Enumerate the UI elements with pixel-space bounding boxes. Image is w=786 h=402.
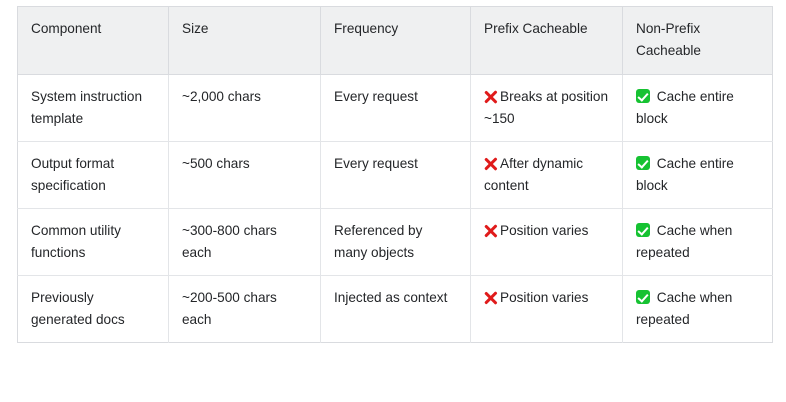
cell-prefix-cacheable-text: Position varies [500, 223, 589, 238]
cell-prefix-cacheable-text: Position varies [500, 290, 589, 305]
table-row: Common utility functions ~300-800 chars … [17, 208, 773, 276]
cell-non-prefix-cacheable-text: Cache entire block [636, 156, 734, 193]
cell-non-prefix-cacheable-text: Cache entire block [636, 89, 734, 126]
cell-non-prefix-cacheable-text: Cache when repeated [636, 290, 733, 327]
table-body: System instruction template ~2,000 chars… [17, 74, 773, 343]
table-header-row: Component Size Frequency Prefix Cacheabl… [17, 6, 773, 75]
table-row: Previously generated docs ~200-500 chars… [17, 275, 773, 343]
check-mark-button-icon [636, 156, 650, 170]
cell-non-prefix-cacheable: Cache entire block [622, 141, 773, 209]
cell-prefix-cacheable: Position varies [470, 275, 623, 343]
cell-frequency: Every request [320, 74, 471, 142]
cell-component: Output format specification [17, 141, 169, 209]
cross-mark-icon [484, 291, 497, 304]
cell-prefix-cacheable: Breaks at position ~150 [470, 74, 623, 142]
cell-non-prefix-cacheable: Cache when repeated [622, 275, 773, 343]
column-header-component: Component [17, 6, 169, 75]
cell-size: ~500 chars [168, 141, 321, 209]
cell-component: System instruction template [17, 74, 169, 142]
cell-component: Previously generated docs [17, 275, 169, 343]
cell-size: ~2,000 chars [168, 74, 321, 142]
cross-mark-icon [484, 224, 497, 237]
cell-component: Common utility functions [17, 208, 169, 276]
cell-frequency: Injected as context [320, 275, 471, 343]
check-mark-button-icon [636, 223, 650, 237]
cross-mark-icon [484, 157, 497, 170]
cell-frequency: Referenced by many objects [320, 208, 471, 276]
cross-mark-icon [484, 90, 497, 103]
table-header: Component Size Frequency Prefix Cacheabl… [17, 6, 773, 75]
column-header-size: Size [168, 6, 321, 75]
cell-size: ~200-500 chars each [168, 275, 321, 343]
cell-prefix-cacheable-text: Breaks at position ~150 [484, 89, 609, 126]
cell-non-prefix-cacheable-text: Cache when repeated [636, 223, 733, 260]
cell-size: ~300-800 chars each [168, 208, 321, 276]
cell-non-prefix-cacheable: Cache when repeated [622, 208, 773, 276]
cell-prefix-cacheable: After dynamic content [470, 141, 623, 209]
check-mark-button-icon [636, 89, 650, 103]
cell-frequency: Every request [320, 141, 471, 209]
cell-prefix-cacheable-text: After dynamic content [484, 156, 584, 193]
check-mark-button-icon [636, 290, 650, 304]
cell-non-prefix-cacheable: Cache entire block [622, 74, 773, 142]
table-row: System instruction template ~2,000 chars… [17, 74, 773, 142]
cell-prefix-cacheable: Position varies [470, 208, 623, 276]
table-row: Output format specification ~500 chars E… [17, 141, 773, 209]
comparison-table: Component Size Frequency Prefix Cacheabl… [17, 6, 773, 343]
column-header-prefix-cacheable: Prefix Cacheable [470, 6, 623, 75]
column-header-non-prefix-cacheable: Non-Prefix Cacheable [622, 6, 773, 75]
column-header-frequency: Frequency [320, 6, 471, 75]
